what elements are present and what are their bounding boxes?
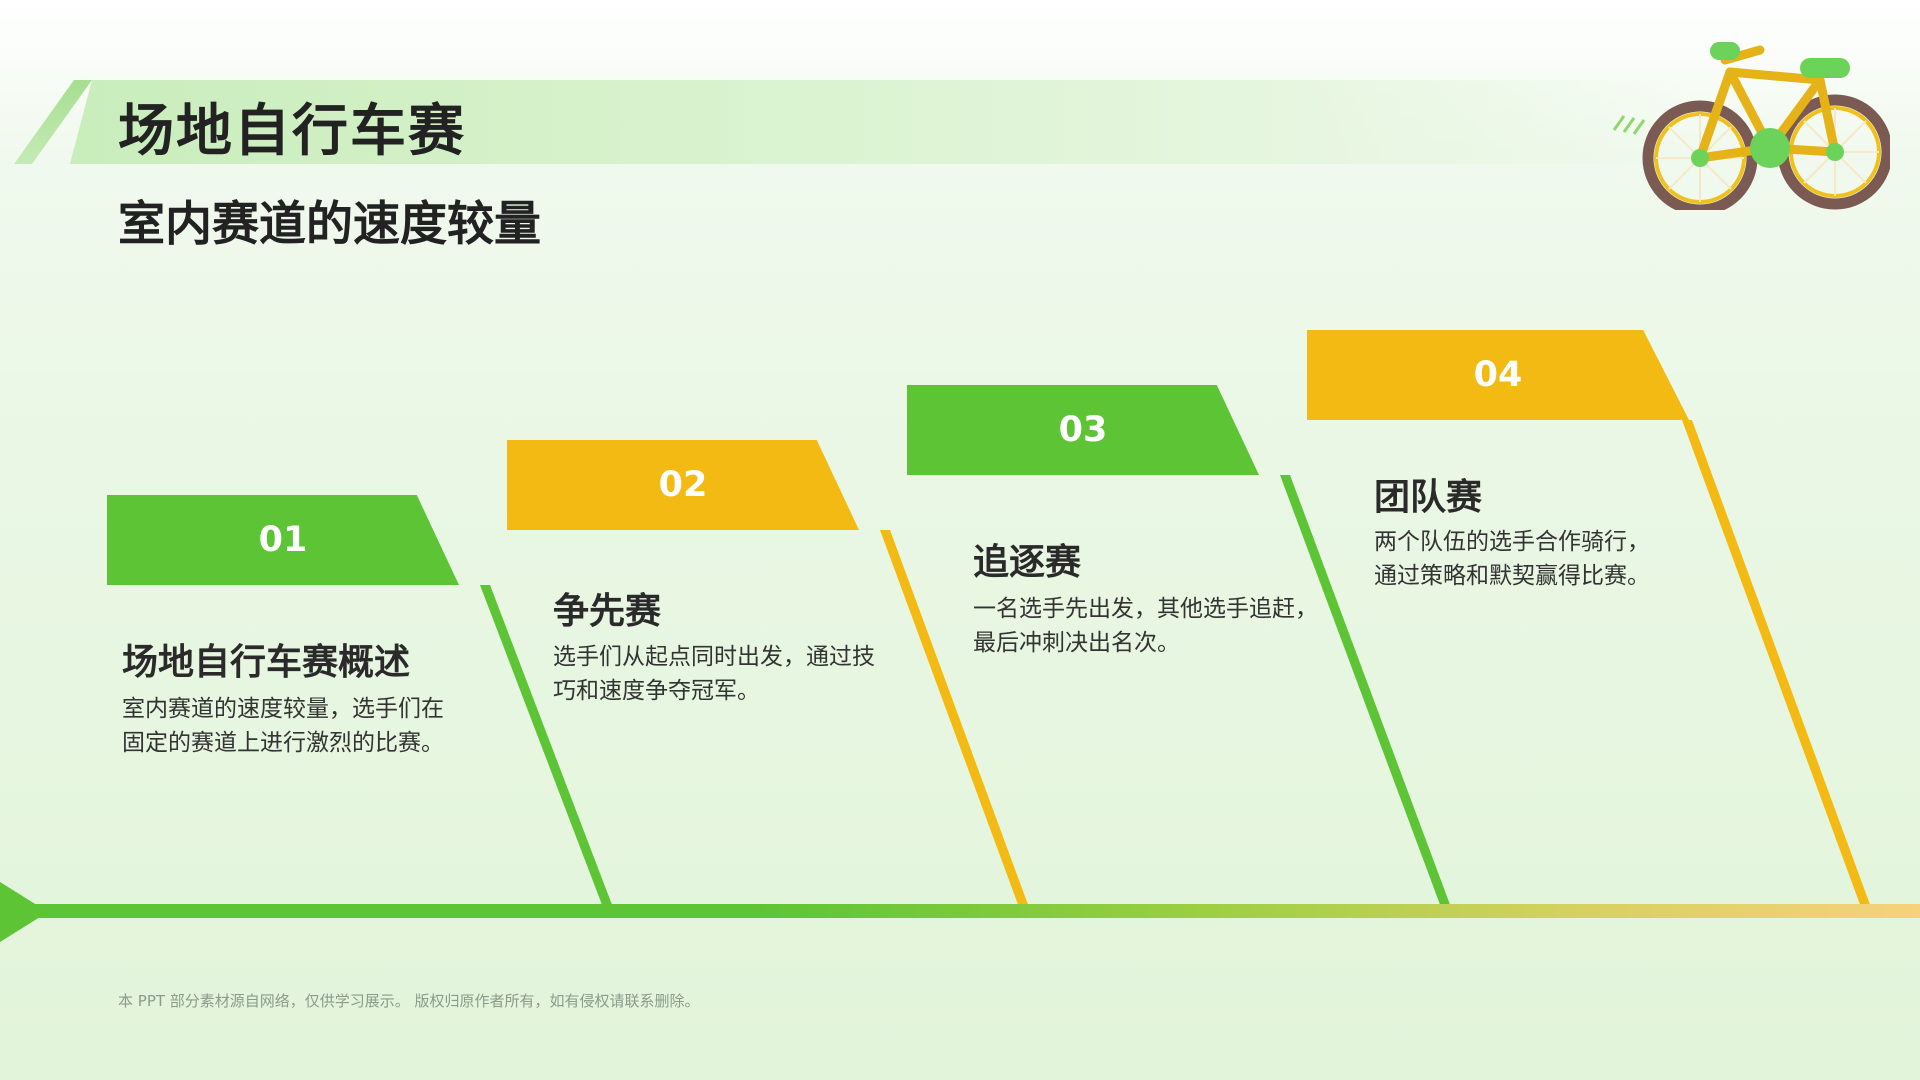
page-subtitle: 室内赛道的速度较量	[118, 197, 541, 252]
step-01-connector	[480, 585, 614, 910]
title-band	[70, 80, 1690, 164]
step-01-tab: 01	[107, 495, 459, 585]
step-04-description: 两个队伍的选手合作骑行， 通过策略和默契赢得比赛。	[1374, 529, 1650, 589]
footer-copyright-note: 本 PPT 部分素材源自网络，仅供学习展示。 版权归原作者所有，如有侵权请联系删…	[118, 992, 700, 1010]
step-03-description: 一名选手先出发，其他选手追赶， 最后冲刺决出名次。	[973, 596, 1318, 656]
page-title: 场地自行车赛	[118, 99, 466, 164]
step-04-connector	[1682, 420, 1872, 910]
step-02-tab: 02	[507, 440, 859, 530]
step-03-tab: 03	[907, 385, 1259, 475]
step-04-tab: 04	[1307, 330, 1689, 420]
step-02-description: 选手们从起点同时出发，通过技 巧和速度争夺冠军。	[553, 644, 875, 704]
step-02-connector	[880, 530, 1030, 910]
step-01-title: 场地自行车赛概述	[122, 642, 411, 683]
timeline-bar	[30, 904, 1920, 918]
step-03-title: 追逐赛	[973, 542, 1082, 583]
step-01-description: 室内赛道的速度较量，选手们在 固定的赛道上进行激烈的比赛。	[122, 696, 444, 756]
step-02-title: 争先赛	[553, 591, 662, 632]
step-03-connector	[1280, 475, 1452, 910]
bicycle-icon	[1612, 42, 1890, 210]
step-04-title: 团队赛	[1374, 477, 1483, 518]
